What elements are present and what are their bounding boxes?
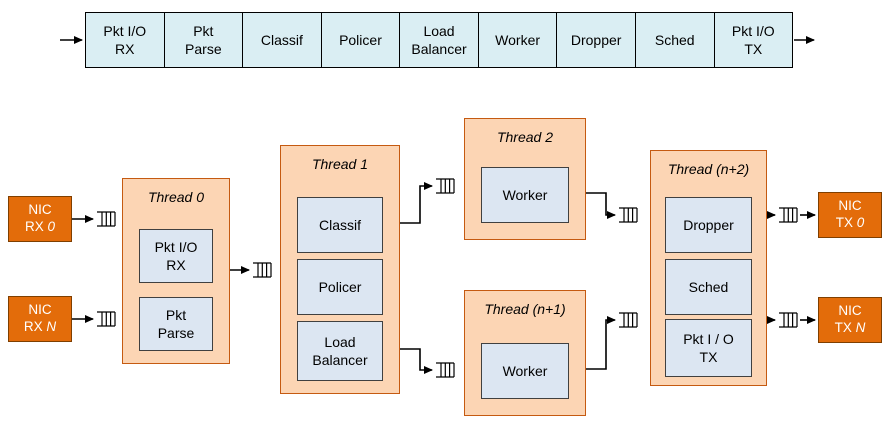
pipeline-stage-pkt-io-tx: Pkt I/O TX (713, 12, 794, 68)
arrow-thread1-to-thread2-queue (398, 182, 433, 224)
thread-1-box: Thread 1 Classif Policer Load Balancer (280, 145, 400, 394)
queue-icon (434, 359, 456, 381)
stage-pkt-parse: Pkt Parse (139, 297, 213, 351)
thread-n2-title: Thread (n+2) (667, 161, 750, 177)
nic-label-dir: TX (834, 320, 852, 335)
thread-2-title: Thread 2 (496, 129, 554, 145)
thread-2-box: Thread 2 Worker (464, 118, 586, 240)
thread-n1-box: Thread (n+1) Worker (464, 290, 586, 416)
top-pipeline-row: Pkt I/O RX Pkt Parse Classif Policer Loa… (85, 12, 794, 68)
nic-rx-0-box: NIC RX 0 (8, 196, 72, 242)
nic-label-dir: RX (24, 219, 44, 234)
thread-0-box: Thread 0 Pkt I/O RX Pkt Parse (122, 178, 230, 364)
nic-tx-0-box: NIC TX 0 (818, 192, 882, 238)
nic-label-line2: TX N (835, 320, 866, 337)
queue-icon (95, 308, 117, 330)
arrow-thread2-to-threadn2-queue (584, 192, 616, 219)
pipeline-stage-sched: Sched (634, 12, 715, 68)
nic-label-line2: RX N (24, 319, 56, 336)
queue-icon (434, 175, 456, 197)
stage-load-balancer: Load Balancer (297, 321, 383, 381)
nic-label-index: N (46, 319, 57, 334)
nic-label-index: 0 (856, 215, 865, 230)
stage-pkt-io-tx: Pkt I / O TX (665, 319, 752, 377)
nic-label-line1: NIC (838, 303, 862, 319)
nic-tx-n-box: NIC TX N (818, 297, 882, 343)
queue-icon (617, 204, 639, 226)
pipeline-stage-policer: Policer (320, 12, 401, 68)
arrow-thread1-to-threadn1-queue (398, 348, 433, 374)
stage-worker: Worker (481, 343, 569, 399)
stage-classif: Classif (297, 197, 383, 253)
queue-icon (251, 259, 273, 281)
thread-n1-title: Thread (n+1) (484, 301, 566, 317)
stage-sched: Sched (665, 259, 752, 315)
stage-pkt-io-rx: Pkt I/O RX (139, 229, 213, 283)
queue-icon (777, 309, 799, 331)
thread-n2-box: Thread (n+2) Dropper Sched Pkt I / O TX (650, 150, 767, 386)
nic-label-line1: NIC (28, 202, 52, 218)
stage-policer: Policer (297, 259, 383, 315)
pipeline-stage-dropper: Dropper (556, 12, 636, 68)
stage-dropper: Dropper (665, 197, 752, 253)
pipeline-stage-worker: Worker (477, 12, 558, 68)
pipeline-stage-classif: Classif (242, 12, 322, 68)
arrow-threadn1-to-threadn2-queue (584, 316, 616, 370)
nic-label-index: 0 (47, 219, 56, 234)
nic-label-dir: RX (23, 319, 43, 334)
nic-label-line1: NIC (28, 302, 52, 318)
queue-icon (95, 208, 117, 230)
thread-0-title: Thread 0 (147, 189, 205, 205)
queue-icon (617, 309, 639, 331)
nic-label-line2: RX 0 (25, 219, 55, 236)
nic-rx-n-box: NIC RX N (8, 296, 72, 342)
pipeline-stage-pkt-io-rx: Pkt I/O RX (85, 12, 165, 68)
thread-1-title: Thread 1 (311, 156, 369, 172)
nic-label-index: N (855, 320, 866, 335)
queue-icon (777, 204, 799, 226)
pipeline-stage-pkt-parse: Pkt Parse (163, 12, 244, 68)
nic-label-line2: TX 0 (836, 215, 865, 232)
nic-label-dir: TX (835, 215, 853, 230)
pipeline-stage-load-balancer: Load Balancer (399, 12, 479, 68)
stage-worker: Worker (481, 167, 569, 223)
nic-label-line1: NIC (838, 198, 862, 214)
